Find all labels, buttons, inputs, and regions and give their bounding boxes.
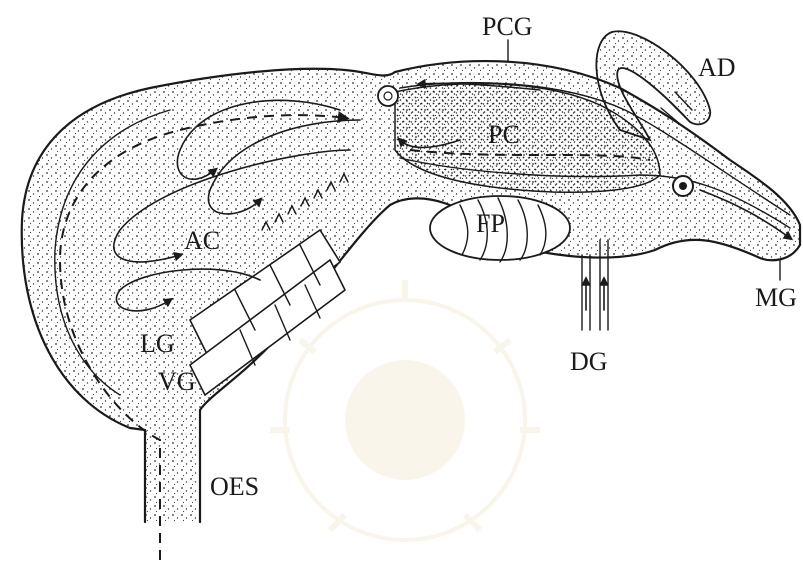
label-ac: AC [184, 226, 220, 255]
watermark-seal [270, 280, 540, 540]
label-vg: VG [158, 367, 196, 396]
label-lg: LG [140, 329, 175, 358]
label-pcg: PCG [482, 12, 533, 41]
label-mg: MG [755, 283, 797, 312]
label-dg: DG [570, 347, 608, 376]
valve-ring [378, 86, 398, 106]
label-fp: FP [476, 209, 505, 238]
gland-nodule-inner [679, 182, 687, 190]
label-pc: PC [488, 120, 520, 149]
label-oes: OES [210, 472, 259, 501]
label-ad: AD [698, 53, 736, 82]
